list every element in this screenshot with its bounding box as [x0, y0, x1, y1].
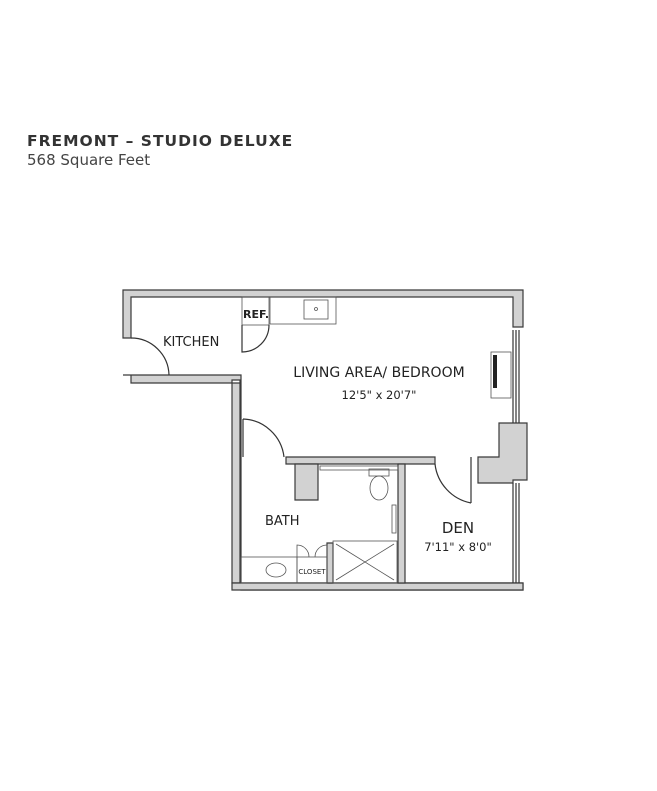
walls: [122, 289, 528, 591]
refrigerator-icon: [241, 296, 270, 326]
label-closet: CLOSET: [298, 568, 326, 576]
closet-icon: [296, 556, 328, 584]
entry-door-swing: [130, 337, 170, 376]
label-den: DEN: [442, 519, 474, 537]
fridge-door-swing: [241, 324, 270, 353]
kitchen-sink-icon: [303, 299, 329, 320]
label-den-dims: 7'11" x 8'0": [424, 540, 492, 554]
doors: [130, 324, 472, 504]
tv-unit-icon: [490, 351, 512, 399]
bath-door-swing: [242, 418, 285, 458]
label-bath: BATH: [265, 514, 300, 529]
grab-bar-icon: [391, 504, 397, 534]
label-living-area: LIVING AREA/ BEDROOM: [293, 365, 464, 381]
plan-title: FREMONT – STUDIO DELUXE: [27, 132, 294, 150]
toilet-icon: [369, 475, 389, 501]
bath-sink-icon: [265, 562, 287, 578]
windows: [512, 330, 520, 583]
label-kitchen: KITCHEN: [163, 335, 219, 350]
kitchen-counter: [241, 296, 337, 326]
label-living-dims: 12'5" x 20'7": [342, 388, 417, 402]
bath-fixtures: [240, 465, 399, 584]
vanity-icon: [240, 556, 298, 584]
shower-icon: [332, 540, 398, 584]
label-refrigerator: REF.: [243, 308, 269, 321]
den-door-swing: [434, 457, 472, 504]
square-footage: 568 Square Feet: [27, 151, 151, 169]
